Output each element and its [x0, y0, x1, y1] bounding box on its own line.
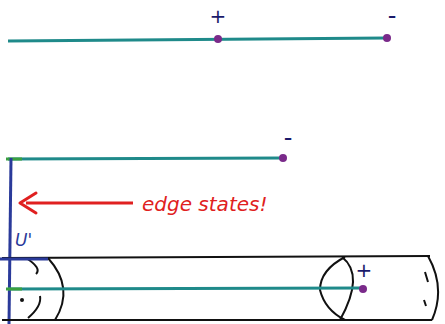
- cylinder-mark: [424, 272, 428, 306]
- cylinder-end: [428, 256, 438, 320]
- boundary-line: [9, 158, 11, 324]
- callout-arrow: [26, 202, 133, 205]
- dot: [20, 298, 24, 302]
- majorana-dot: [279, 154, 287, 162]
- charge-sign: +: [210, 6, 227, 26]
- chain-line: [8, 38, 386, 41]
- edge-segment: [6, 158, 22, 161]
- cylinder-outline: [2, 256, 432, 320]
- callout-text: edge states!: [140, 193, 269, 215]
- chain-line: [8, 158, 282, 159]
- majorana-dot: [214, 35, 222, 43]
- charge-sign: +: [356, 260, 373, 280]
- operator-label: U': [13, 231, 34, 250]
- charge-sign: -: [388, 4, 397, 28]
- charge-sign: -: [284, 126, 293, 150]
- majorana-dot: [359, 285, 367, 293]
- chain-line: [8, 288, 362, 289]
- boundary-line: [0, 258, 48, 261]
- arrow-head: [20, 193, 36, 213]
- majorana-dot: [383, 34, 391, 42]
- edge-segment: [6, 288, 22, 291]
